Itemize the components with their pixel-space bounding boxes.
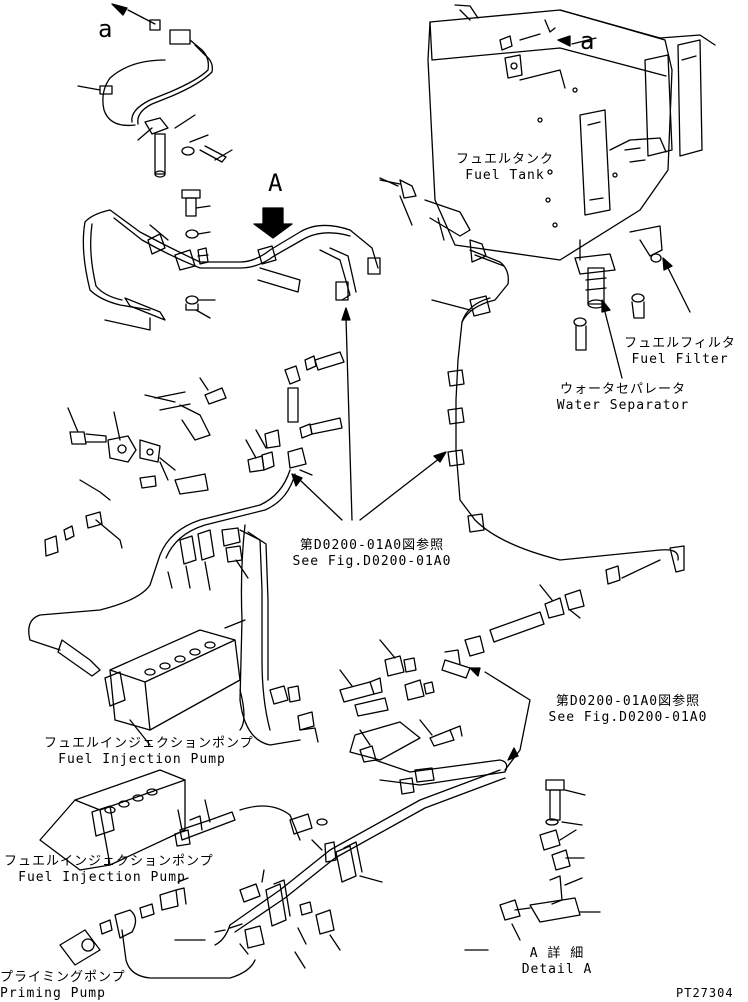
injection-pump-2-label-jp: フュエルインジェクションポンプ bbox=[4, 854, 214, 869]
water-separator-drawing bbox=[573, 225, 691, 379]
view-mark-a-tank: a bbox=[580, 27, 595, 55]
detail-a-drawing bbox=[499, 779, 601, 941]
center-fuel-lines bbox=[28, 469, 301, 746]
fuel-tank-label-jp: フュエルタンク bbox=[455, 152, 554, 167]
middle-fittings-cluster bbox=[67, 351, 345, 501]
upper-injection-pump bbox=[104, 619, 246, 746]
priming-pump-label-jp: プライミングポンプ bbox=[0, 970, 126, 985]
lower-injection-pump bbox=[39, 769, 236, 871]
detail-arrow-letter: A bbox=[268, 169, 283, 197]
detail-a-label-en: Detail A bbox=[521, 962, 593, 977]
lower-pipe-run bbox=[59, 769, 506, 979]
reference-leader-lines bbox=[291, 177, 447, 521]
center-right-fittings bbox=[269, 559, 661, 795]
drawing-number: PT27304 bbox=[676, 986, 734, 1000]
water-separator-label-jp: ウォータセパレータ bbox=[559, 382, 686, 397]
injection-pump-1-label-jp: フュエルインジェクションポンプ bbox=[44, 736, 254, 751]
see-fig-reference-1-jp: 第D0200-01A0図参照 bbox=[299, 538, 445, 553]
upper-pipe-cluster bbox=[82, 189, 381, 331]
fuel-filter-label-jp: フュエルフィルタ bbox=[624, 336, 736, 351]
see-fig-reference-1-en: See Fig.D0200-01A0 bbox=[292, 554, 452, 569]
fuel-tank-drawing bbox=[427, 4, 716, 261]
fuel-filter-label-en: Fuel Filter bbox=[631, 352, 729, 367]
water-separator-label-en: Water Separator bbox=[556, 398, 690, 413]
injection-pump-2-label-en: Fuel Injection Pump bbox=[18, 870, 186, 885]
tank-return-line bbox=[379, 179, 685, 573]
view-mark-a-top-left: a bbox=[98, 15, 113, 43]
see-fig-reference-2-jp: 第D0200-01A0図参照 bbox=[555, 694, 701, 709]
top-left-fuel-line bbox=[77, 3, 233, 178]
see-fig-reference-2-en: See Fig.D0200-01A0 bbox=[548, 710, 708, 725]
detail-a-label-jp: A 詳 細 bbox=[529, 946, 585, 961]
fuel-tank-label-en: Fuel Tank bbox=[465, 168, 545, 183]
injection-pump-1-label-en: Fuel Injection Pump bbox=[58, 752, 226, 767]
priming-pump-label-en: Priming Pump bbox=[0, 986, 106, 1001]
